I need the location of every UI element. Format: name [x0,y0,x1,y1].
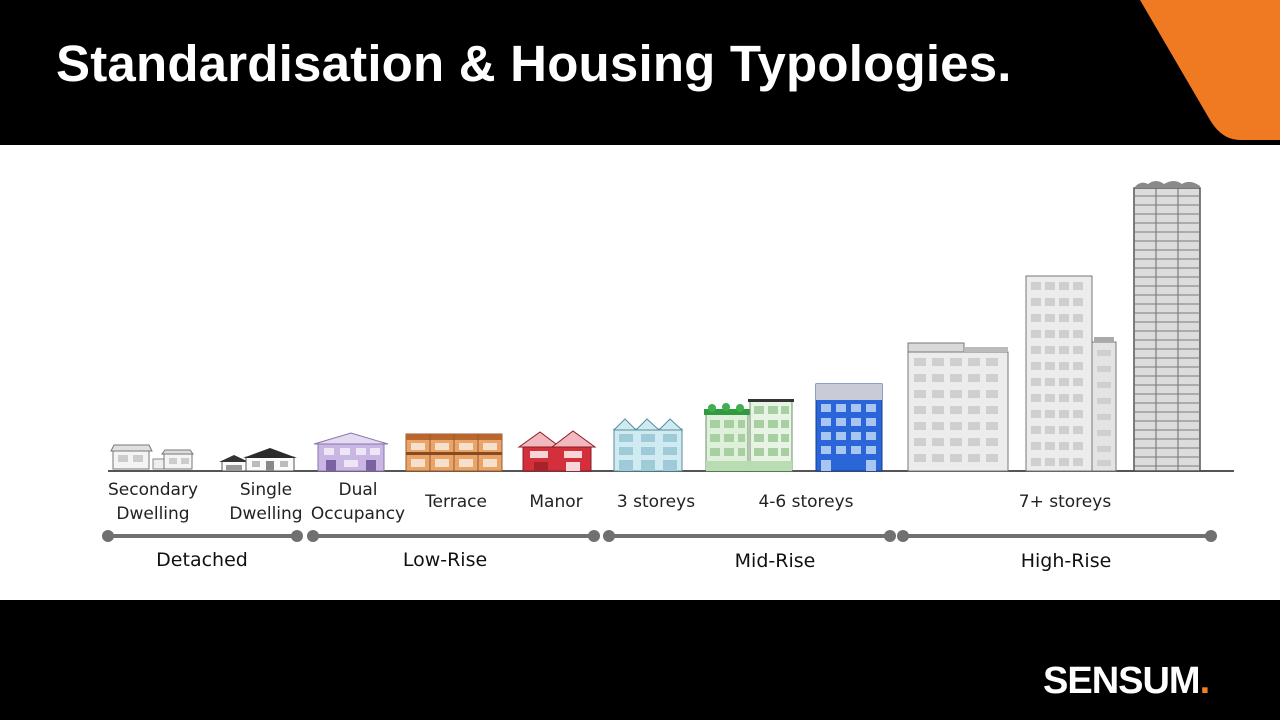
label-line: Single [239,480,293,500]
category-label-high-rise: High-Rise [1020,550,1112,572]
category-label-mid-rise: Mid-Rise [734,550,816,572]
orange-corner-accent [1140,0,1280,140]
label-line: Dual [338,480,378,500]
typology-label-manor: Manor [529,492,583,512]
typology-label-terrace: Terrace [425,492,487,512]
typology-label-single-dwelling: Single Dwelling [226,478,306,526]
high-rise-building-2-icon [1025,275,1117,472]
typology-label-7-plus-storeys: 7+ storeys [1018,492,1112,512]
manor-icon [517,430,597,472]
label-line: Occupancy [310,504,406,524]
typology-label-4-6-storeys: 4-6 storeys [758,492,854,512]
logo-text: SENSUM [1043,660,1201,702]
high-rise-building-1-icon [907,342,1009,472]
slide-title: Standardisation & Housing Typologies. [56,35,1012,92]
category-label-detached: Detached [156,549,248,571]
header-bar: Standardisation & Housing Typologies. [0,0,1280,145]
three-storey-icon [612,418,684,472]
terrace-icon [405,433,503,472]
category-label-low-rise: Low-Rise [402,549,488,571]
high-rise-building-3-icon [1133,181,1201,472]
sensum-logo: SENSUM. [1043,660,1211,703]
housing-typology-illustration [102,181,1234,542]
dual-occupancy-icon [313,432,389,472]
six-storey-blue-icon [815,383,883,472]
label-line: Secondary [107,480,199,500]
typology-label-dual-occupancy: Dual Occupancy [308,478,408,526]
footer-bar [0,600,1280,720]
secondary-dwelling-icon [110,444,194,470]
label-line: Dwelling [116,504,190,524]
single-dwelling-icon [219,448,297,472]
typology-label-3-storeys: 3 storeys [616,492,696,512]
four-storey-green-icon [704,399,794,472]
logo-dot: . [1199,660,1211,702]
label-line: Dwelling [229,504,303,524]
timeline-endpoints [102,530,1217,542]
typology-label-secondary-dwelling: Secondary Dwelling [103,478,203,526]
